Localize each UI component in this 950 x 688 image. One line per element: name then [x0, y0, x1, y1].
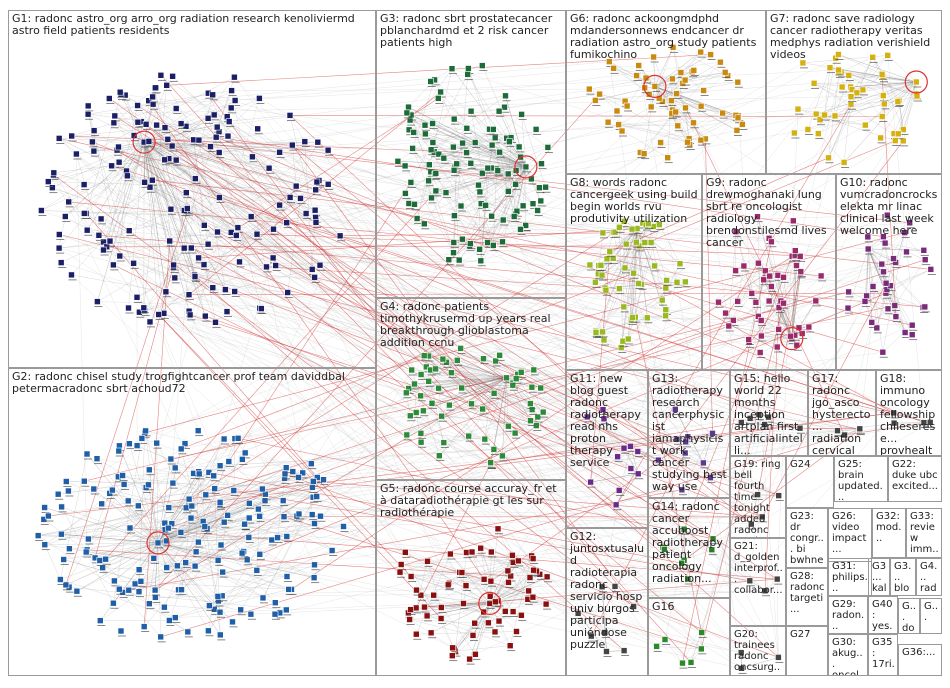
group-label: G18: immuno oncology fellowship chileser…	[880, 373, 939, 456]
group-g19: G19: ring bell fourth time tonight added…	[730, 456, 786, 538]
group-label: G8: words radonc cancergeek using build …	[570, 177, 699, 225]
group-g5: G5: radonc course accuray_fr et à datara…	[376, 480, 566, 676]
group-g36: G36:...	[898, 644, 942, 676]
group-label: G26: video impact...	[832, 511, 869, 555]
group-label: G13: radiotherapy research cancerphysici…	[652, 373, 727, 493]
group-g40: G40: yes...	[868, 596, 898, 634]
group-g25: G25: brain updated...	[834, 456, 888, 502]
group-g39: G... do...	[898, 598, 920, 634]
group-label: G30: akug... oncol...	[832, 637, 865, 676]
group-g16: G16	[648, 598, 730, 676]
group-g2: G2: radonc chisel study trogfightcancer …	[8, 368, 376, 676]
group-label: G3... kal... d...	[872, 561, 887, 596]
group-g4: G4: radonc patients timothykrusermd up y…	[376, 298, 566, 480]
group-label: G29: radon...	[832, 599, 865, 632]
group-g11: G11: new blog guest radonc radiotherapy …	[566, 370, 648, 528]
group-label: G35: 17ri...	[872, 637, 895, 676]
group-g9: G9: radonc drewmoghanaki lung sbrt re on…	[702, 174, 836, 370]
group-g26: G26: video impact...	[828, 508, 872, 562]
group-label: G27	[790, 629, 825, 640]
group-label: G5: radonc course accuray_fr et à datara…	[380, 483, 563, 519]
group-g23: G23: dr congr... bi bwhne	[786, 508, 828, 568]
group-label: G4: radonc patients timothykrusermd up y…	[380, 301, 563, 349]
group-g18: G18: immuno oncology fellowship chileser…	[876, 370, 942, 456]
group-label: G15: hello world 22 months inception art…	[734, 373, 805, 456]
group-label: G10: radonc vumcradoncrocks elekta mr li…	[840, 177, 939, 237]
group-label: G...	[924, 601, 939, 623]
group-label: G9: radonc drewmoghanaki lung sbrt re on…	[706, 177, 833, 249]
group-g34: G3... kal... d...	[868, 558, 890, 596]
group-g1: G1: radonc astro_org arro_org radiation …	[8, 10, 376, 368]
group-g10: G10: radonc vumcradoncrocks elekta mr li…	[836, 174, 942, 370]
group-label: G28: radonc targeti...	[790, 571, 825, 615]
group-label: G21: d_golden interprof... collabor...	[734, 541, 783, 596]
group-g29: G29: radon...	[828, 596, 868, 634]
group-label: G11: new blog guest radonc radiotherapy …	[570, 373, 645, 469]
group-label: G25: brain updated...	[838, 459, 885, 502]
group-label: G32: mod...	[876, 511, 903, 544]
group-label: G16	[652, 601, 727, 613]
group-g17: G17: radonc jgo_asco hysterecto... radia…	[808, 370, 876, 456]
group-label: G17: radonc jgo_asco hysterecto... radia…	[812, 373, 873, 456]
group-label: G31: philips...	[832, 561, 869, 594]
group-g27: G27	[786, 626, 828, 676]
group-label: G20: trainees radonc oncsurg...	[734, 629, 783, 676]
group-g6: G6: radonc ackoongmdphd mdandersonnews e…	[566, 10, 766, 174]
group-g38: G4... rad... ...	[916, 558, 942, 596]
group-label: G2: radonc chisel study trogfightcancer …	[12, 371, 373, 395]
group-label: G14: radonc cancer accuboost radiotherap…	[652, 501, 727, 585]
group-g7: G7: radonc save radiology cancer radioth…	[766, 10, 942, 174]
group-label: G36:...	[902, 647, 939, 658]
group-g41: G...	[920, 598, 942, 634]
group-g31: G31: philips...	[828, 558, 872, 596]
group-g15: G15: hello world 22 months inception art…	[730, 370, 808, 456]
group-label: G... do...	[902, 601, 917, 634]
group-label: G7: radonc save radiology cancer radioth…	[770, 13, 939, 61]
group-label: G22: duke ubc excited...	[892, 459, 939, 492]
group-g35: G35: 17ri...	[868, 634, 898, 676]
group-g33: G33: review imm...	[906, 508, 942, 558]
group-label: G3... blog po...	[894, 561, 913, 596]
group-g24: G24	[786, 456, 834, 508]
group-label: G23: dr congr... bi bwhne	[790, 511, 825, 566]
group-label: G33: review imm...	[910, 511, 939, 558]
group-g37: G3... blog po...	[890, 558, 916, 596]
group-g32: G32: mod...	[872, 508, 906, 558]
group-g22: G22: duke ubc excited...	[888, 456, 942, 502]
group-label: G6: radonc ackoongmdphd mdandersonnews e…	[570, 13, 763, 61]
group-g30: G30: akug... oncol...	[828, 634, 868, 676]
group-label: G19: ring bell fourth time tonight added…	[734, 459, 783, 538]
group-label: G12: juntosxtusalud radioterapia radonc …	[570, 531, 645, 651]
group-label: G40: yes...	[872, 599, 895, 634]
group-label: G24	[790, 459, 831, 470]
group-label: G3: radonc sbrt prostatecancer pblanchar…	[380, 13, 563, 49]
group-label: G1: radonc astro_org arro_org radiation …	[12, 13, 373, 37]
group-label: G4... rad... ...	[920, 561, 939, 596]
group-g8: G8: words radonc cancergeek using build …	[566, 174, 702, 370]
group-g14: G14: radonc cancer accuboost radiotherap…	[648, 498, 730, 598]
group-g3: G3: radonc sbrt prostatecancer pblanchar…	[376, 10, 566, 298]
group-g12: G12: juntosxtusalud radioterapia radonc …	[566, 528, 648, 676]
group-g21: G21: d_golden interprof... collabor...	[730, 538, 786, 626]
group-g13: G13: radiotherapy research cancerphysici…	[648, 370, 730, 498]
group-g28: G28: radonc targeti...	[786, 568, 828, 626]
group-g20: G20: trainees radonc oncsurg...	[730, 626, 786, 676]
